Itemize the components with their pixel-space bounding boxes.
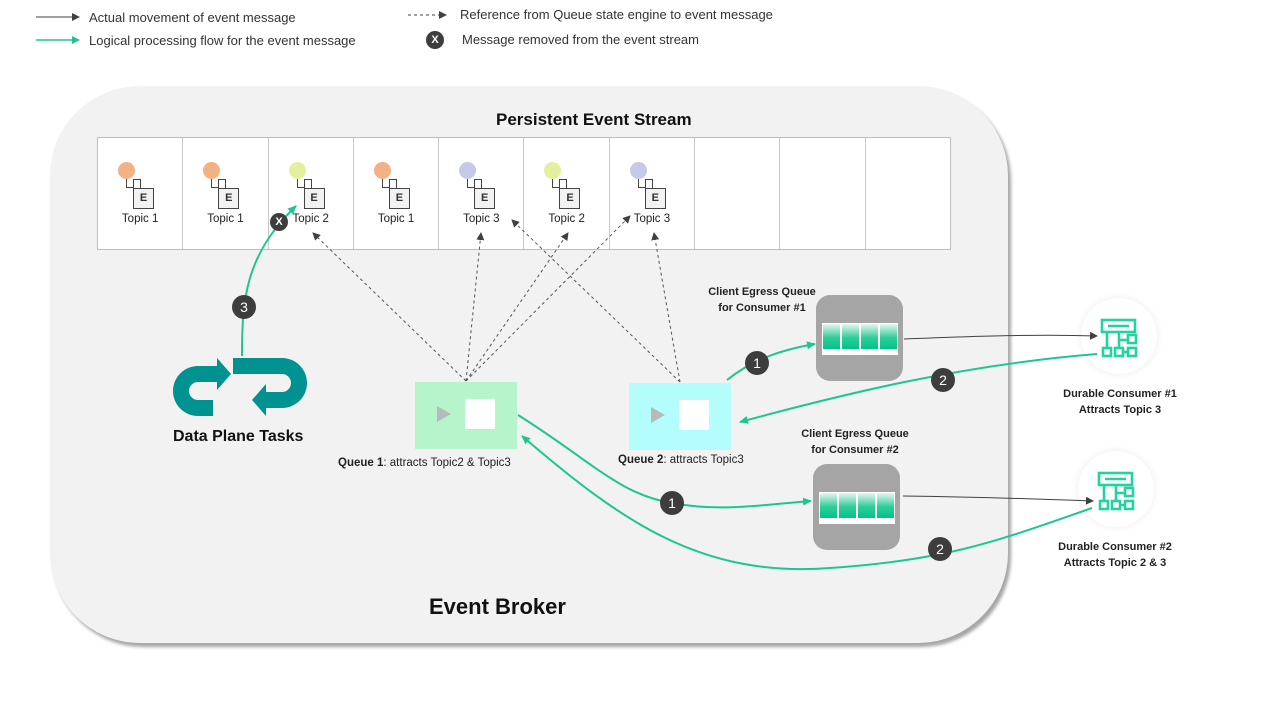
- topic-label: Topic 1: [121, 213, 159, 225]
- topic-label: Topic 1: [207, 213, 244, 225]
- play-icon: [651, 407, 665, 423]
- legend: Actual movement of event message Logical…: [0, 0, 820, 60]
- event-message-icon: E: [474, 188, 496, 209]
- queue-2-desc: : attracts Topic3: [663, 454, 744, 466]
- egress-queue-2[interactable]: [813, 464, 900, 550]
- topic-color-dot: [288, 162, 306, 179]
- consumer-app-icon: [1097, 471, 1135, 511]
- sync-loop-icon: [173, 358, 307, 416]
- event-connector: [388, 179, 397, 189]
- consumer-1-subscription: Attracts Topic 3: [1078, 404, 1162, 416]
- step-1-badge-consumer1: 1: [745, 351, 769, 375]
- step-3-badge: 3: [232, 295, 256, 319]
- play-icon: [437, 406, 451, 422]
- event-message-icon: E: [133, 188, 154, 209]
- event-connector: [126, 179, 134, 188]
- egress-queue-buffer: [819, 492, 895, 524]
- event-connector: [467, 179, 476, 188]
- consumer-2-subscription: Attracts Topic 2 & 3: [1063, 557, 1167, 569]
- queue-2-name: Queue 2: [618, 454, 664, 466]
- durable-consumer-2[interactable]: [1078, 451, 1154, 527]
- stream-cell[interactable]: E Topic 2: [269, 138, 354, 249]
- legend-solid-arrow-icon: [36, 13, 80, 44]
- topic-label: Topic 2: [292, 213, 329, 225]
- legend-logical-flow-label: Logical processing flow for the event me…: [89, 33, 356, 48]
- step-2-badge-consumer1: 2: [931, 368, 955, 392]
- legend-removed-label: Message removed from the event stream: [462, 32, 699, 47]
- queue-1-name: Queue 1: [338, 457, 384, 469]
- egress-queue-1-title: Client Egress Queue for Consumer #1: [700, 284, 824, 316]
- egress-queue-2-title-line1: Client Egress Queue: [801, 428, 909, 440]
- consumer-2-label: Durable Consumer #2 Attracts Topic 2 & 3: [1045, 539, 1185, 571]
- event-message-icon: E: [559, 188, 581, 209]
- topic-color-dot: [629, 162, 647, 179]
- topic-label: Topic 3: [633, 213, 671, 225]
- step-2-badge-consumer2: 2: [928, 537, 952, 561]
- stream-cell[interactable]: E Topic 2: [524, 138, 610, 249]
- queue-1-label: Queue 1: attracts Topic2 & Topic3: [338, 457, 511, 469]
- stream-cell[interactable]: E Topic 1: [183, 138, 269, 249]
- event-broker-label: Event Broker: [429, 594, 566, 619]
- egress-queue-1-title-line1: Client Egress Queue: [708, 286, 816, 298]
- event-connector: [211, 179, 220, 188]
- durable-consumer-1[interactable]: [1081, 298, 1157, 374]
- persistent-event-stream: E Topic 1 E Topic 1 E Topic 2 E Topic 1 E Topic 3…: [97, 137, 951, 250]
- topic-color-dot: [203, 162, 221, 179]
- queue-message-slot: [465, 399, 495, 429]
- legend-removed-x-icon: X: [426, 31, 444, 49]
- event-message-icon: E: [388, 188, 410, 209]
- stream-cell[interactable]: E Topic 1: [98, 138, 184, 249]
- consumer-app-icon: [1100, 318, 1138, 358]
- legend-dashed-arrow-icon: [408, 11, 447, 19]
- topic-label: Topic 2: [548, 213, 585, 225]
- event-connector: [381, 179, 390, 188]
- event-connector: [133, 179, 141, 189]
- legend-reference-label: Reference from Queue state engine to eve…: [460, 7, 773, 22]
- queue-2[interactable]: [629, 383, 731, 450]
- consumer-1-name: Durable Consumer #1: [1063, 388, 1177, 400]
- stream-cell[interactable]: E Topic 3: [439, 138, 525, 249]
- topic-color-dot: [118, 162, 135, 179]
- queue-1-desc: : attracts Topic2 & Topic3: [383, 457, 511, 469]
- stream-title: Persistent Event Stream: [496, 110, 692, 129]
- event-connector: [637, 179, 646, 188]
- egress-queue-1[interactable]: [816, 295, 903, 381]
- egress-queue-buffer: [822, 323, 898, 355]
- removed-x-badge: X: [270, 213, 288, 231]
- topic-label: Topic 1: [377, 213, 415, 225]
- step-1-badge-consumer2: 1: [660, 491, 684, 515]
- egress-queue-2-title: Client Egress Queue for Consumer #2: [790, 426, 920, 458]
- topic-color-dot: [459, 162, 477, 179]
- queue-2-label: Queue 2: attracts Topic3: [618, 454, 744, 466]
- topic-color-dot: [373, 162, 391, 179]
- consumer-2-name: Durable Consumer #2: [1058, 541, 1172, 553]
- event-connector: [218, 179, 227, 189]
- event-message-icon: E: [303, 188, 325, 209]
- topic-color-dot: [544, 162, 562, 179]
- topic-label: Topic 3: [463, 213, 500, 225]
- stream-cell: [780, 138, 866, 249]
- event-connector: [644, 179, 653, 189]
- event-connector: [303, 179, 312, 189]
- egress-queue-2-title-line2: for Consumer #2: [811, 444, 899, 456]
- stream-cell: [695, 138, 781, 249]
- event-message-icon: E: [644, 188, 666, 209]
- event-connector: [552, 179, 561, 188]
- data-plane-tasks-label: Data Plane Tasks: [173, 428, 304, 445]
- stream-cell[interactable]: E Topic 1: [354, 138, 440, 249]
- consumer-1-label: Durable Consumer #1 Attracts Topic 3: [1050, 386, 1190, 418]
- event-connector: [559, 179, 568, 189]
- event-connector: [474, 179, 483, 189]
- event-connector: [296, 179, 305, 188]
- stream-cell: [866, 138, 950, 249]
- queue-1[interactable]: [415, 382, 517, 449]
- queue-message-slot: [679, 400, 709, 430]
- event-message-icon: E: [218, 188, 240, 209]
- legend-actual-movement-label: Actual movement of event message: [89, 10, 296, 25]
- stream-cell[interactable]: E Topic 3: [610, 138, 696, 249]
- egress-queue-1-title-line2: for Consumer #1: [718, 302, 806, 314]
